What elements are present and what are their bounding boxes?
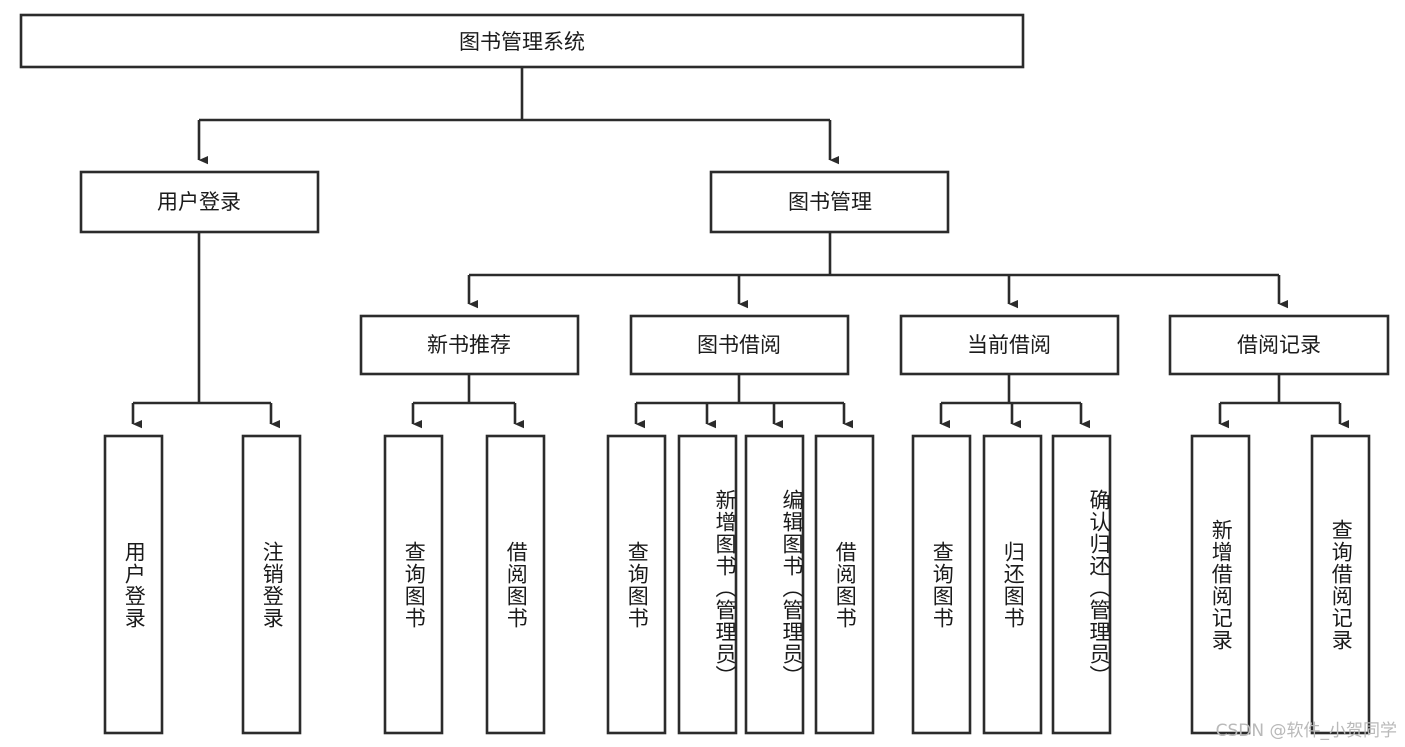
node-root-label: 图书管理系统 (459, 30, 585, 54)
leaf-box-query-record[interactable] (1310, 434, 1371, 735)
node-current-borrow-label: 当前借阅 (967, 333, 1051, 357)
leaf-box-return-book[interactable] (982, 434, 1043, 735)
node-current-borrow-box[interactable] (899, 314, 1120, 376)
node-user-login-box[interactable] (79, 170, 320, 234)
leaf-box-add-book[interactable] (677, 434, 738, 735)
leaf-box-confirm-return[interactable] (1051, 434, 1112, 735)
leaf-box-query-book-1[interactable] (383, 434, 444, 735)
node-user-login-label: 用户登录 (157, 190, 241, 214)
leaf-box-borrow-book-2[interactable] (814, 434, 875, 735)
leaf-box-edit-book[interactable] (744, 434, 805, 735)
csdn-watermark: CSDN @软件_小贺同学 (1215, 721, 1397, 741)
leaf-box-borrow-book-1[interactable] (485, 434, 546, 735)
leaf-box-logout[interactable] (241, 434, 302, 735)
leaf-box-query-book-3[interactable] (911, 434, 972, 735)
node-borrow-record-label: 借阅记录 (1237, 333, 1321, 357)
leaf-box-query-book-2[interactable] (606, 434, 667, 735)
node-book-management-label: 图书管理 (788, 190, 872, 214)
node-root-box[interactable] (19, 13, 1025, 69)
leaf-box-user-login[interactable] (103, 434, 164, 735)
node-book-borrow-label: 图书借阅 (697, 333, 781, 357)
node-new-book-recommend-box[interactable] (359, 314, 580, 376)
leaf-box-add-record[interactable] (1190, 434, 1251, 735)
node-new-book-recommend-label: 新书推荐 (427, 333, 511, 357)
